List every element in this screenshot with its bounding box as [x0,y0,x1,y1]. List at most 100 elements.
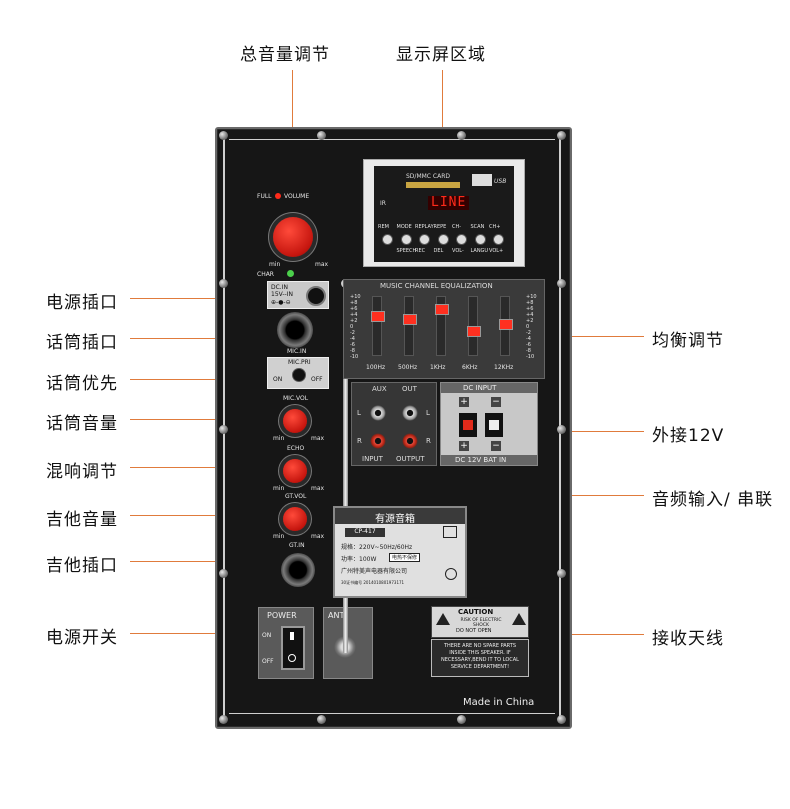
plate-maker: 广州特美声电器有限公司 [341,568,408,575]
aux-r-jack[interactable] [370,433,386,449]
control-button[interactable] [437,234,449,245]
dc-terminal-negative[interactable] [485,413,503,437]
usb-port[interactable] [472,174,492,186]
eq-band-label: 6KHz [462,364,478,371]
master-volume-knob[interactable] [273,217,313,257]
guitar-in-jack[interactable] [281,553,315,587]
plate-power-spec: 规格：220V~50Hz/60Hz [341,544,413,551]
max-label: max [315,261,329,268]
control-button[interactable] [382,234,393,245]
screw [557,131,566,140]
screw [557,425,566,434]
callout-display: 显示屏区域 [396,45,486,65]
ir-label: IR [380,200,386,207]
button-label-bottom: VOL- [452,248,464,254]
r-label: R [426,437,431,445]
eq-slider[interactable] [403,296,417,356]
mic-vol-label: MIC.VOL [283,395,309,402]
dc-in-label: DC.IN [271,284,288,291]
button-label-top: REPLAY [415,224,434,230]
dc-in-jack[interactable] [306,286,326,306]
mic-pri-switch[interactable] [292,368,306,382]
caution-line1: RISK OF ELECTRIC SHOCK [460,618,502,628]
callout-power-switch: 电源开关 [46,628,118,648]
callout-master-volume: 总音量调节 [240,45,330,65]
l-label: L [426,409,430,417]
plate-date: 30证书编号 2014010801973171 [341,580,405,585]
ant-box: ANT [323,607,373,679]
control-button[interactable] [400,234,412,245]
button-label-bottom: DEL [433,248,444,254]
leader-line [130,379,295,380]
button-label-bottom: LANGU [470,248,489,254]
eq-slider[interactable] [467,296,481,356]
button-label-top: SCAN [470,224,485,230]
nameplate: 有源音箱 CP-417 规格：220V~50Hz/60Hz 功率：100W 电热… [333,506,467,598]
caution-line2: DO NOT OPEN [456,628,492,634]
button-label-bottom: SPEECH [396,248,417,254]
plate-warning: 电热不保修 [389,553,421,562]
caution-title: CAUTION [458,608,494,616]
eq-band-label: 100Hz [366,364,386,371]
button-label-top: REM [378,224,389,230]
aux-l-jack[interactable] [370,405,386,421]
amplifier-panel: FULL VOLUME min max CHAR DC.IN 15V--IN ⊕… [215,127,572,729]
eq-slider[interactable] [435,296,449,356]
out-l-jack[interactable] [402,405,418,421]
plus-icon: + [459,397,469,407]
guitar-volume-knob[interactable] [283,507,307,531]
control-buttons: REM MODE SPEECH REPLAY REC REPE DEL CH- VOL- SCAN… [378,224,510,260]
screw [457,715,466,724]
button-label-bottom: REC [415,248,426,254]
control-button[interactable] [419,234,430,245]
eq-scale-label: -8 [350,348,355,354]
eq-band-label: 1KHz [430,364,446,371]
echo-knob[interactable] [283,459,307,483]
button-label-top: REPE [433,224,447,230]
mic-pri-plate: MIC.PRI ON OFF [267,357,329,389]
max-label: max [311,435,325,442]
button-label-top: MODE [396,224,412,230]
out-r-jack[interactable] [402,433,418,449]
eq-scale-label: -4 [526,336,531,342]
control-button[interactable] [493,234,504,245]
minus-icon: − [491,397,501,407]
control-button[interactable] [456,234,467,245]
callout-eq: 均衡调节 [652,331,724,351]
eq-scale-label: +2 [526,318,534,324]
audio-io-section: AUX OUT L R L R INPUT OUTPUT [351,382,437,466]
callout-guitar-jack: 吉他插口 [46,556,118,576]
dc-in-voltage: 15V--IN [271,291,293,298]
eq-slider[interactable] [499,296,513,356]
eq-scale-label: -6 [350,342,355,348]
leader-line [130,298,270,299]
screw [317,131,326,140]
screw [317,715,326,724]
gt-in-label: GT.IN [289,542,305,549]
made-in-china: Made in China [463,697,535,708]
mic-volume-knob[interactable] [283,409,307,433]
antenna-rod[interactable] [343,285,348,653]
eq-scale-label: -8 [526,348,531,354]
sd-card-slot[interactable] [406,182,460,188]
eq-scale-label: +6 [526,306,534,312]
eq-scale-label: -10 [350,354,359,360]
eq-scale-label: -6 [526,342,531,348]
eq-slider[interactable] [371,296,385,356]
plus-icon: + [459,441,469,451]
button-label-top: CH- [452,224,462,230]
eq-scale-label: +10 [526,294,537,300]
screw [219,569,228,578]
callout-mic-priority: 话筒优先 [46,374,118,394]
control-button[interactable] [474,234,486,245]
power-label: POWER [267,611,297,620]
callout-mic-volume: 话筒音量 [46,414,118,434]
dc-in-plate: DC.IN 15V--IN ⊕-●-⊖ [267,281,329,309]
mic-in-jack[interactable] [277,312,313,348]
power-switch[interactable] [281,626,305,670]
callout-mic-jack: 话筒插口 [46,333,118,353]
leader-line [130,515,290,516]
screw [457,131,466,140]
dc-terminal-positive[interactable] [459,413,477,437]
leader-line [130,419,290,420]
